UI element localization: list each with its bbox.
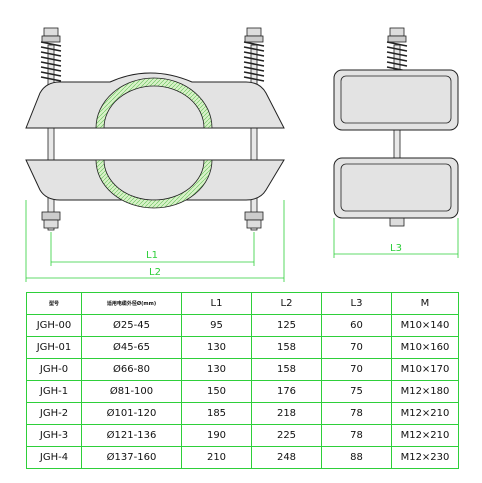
table-header-row: 型号 适用电缆外径Ø(mm) L1 L2 L3 M <box>26 292 459 315</box>
dimension-l1-label: L1 <box>146 250 158 261</box>
table-cell: M12×230 <box>391 446 459 469</box>
side-view-bottom-block <box>333 157 459 219</box>
table-cell: 218 <box>251 402 322 425</box>
table-cell: M10×140 <box>391 314 459 337</box>
table-cell: 130 <box>181 358 252 381</box>
table-cell: Ø101-120 <box>81 402 182 425</box>
table-cell: Ø81-100 <box>81 380 182 403</box>
table-cell: M10×160 <box>391 336 459 359</box>
side-view-top-block <box>333 69 459 131</box>
table-cell: JGH-4 <box>26 446 82 469</box>
table-cell: JGH-0 <box>26 358 82 381</box>
table-cell: 88 <box>321 446 392 469</box>
table-cell: 60 <box>321 314 392 337</box>
table-cell: JGH-1 <box>26 380 82 403</box>
table-cell: M12×210 <box>391 402 459 425</box>
table-cell: 210 <box>181 446 252 469</box>
table-cell: 185 <box>181 402 252 425</box>
header-model: 型号 <box>26 292 82 315</box>
table-cell: 248 <box>251 446 322 469</box>
table-cell: 95 <box>181 314 252 337</box>
table-cell: Ø121-136 <box>81 424 182 447</box>
table-cell: Ø45-65 <box>81 336 182 359</box>
table-cell: 70 <box>321 336 392 359</box>
table-cell: 130 <box>181 336 252 359</box>
dimension-l2-label: L2 <box>149 267 161 278</box>
dimension-l1 <box>50 232 255 266</box>
header-cable-diameter: 适用电缆外径Ø(mm) <box>81 292 182 315</box>
front-bottom-clamp <box>25 159 285 209</box>
table-cell: JGH-3 <box>26 424 82 447</box>
table-cell: Ø66-80 <box>81 358 182 381</box>
front-left-bolt <box>40 27 62 231</box>
table-cell: M10×170 <box>391 358 459 381</box>
table-cell: 176 <box>251 380 322 403</box>
dimension-l3-label: L3 <box>390 243 402 254</box>
table-cell: JGH-2 <box>26 402 82 425</box>
table-cell: JGH-01 <box>26 336 82 359</box>
header-l2: L2 <box>251 292 322 315</box>
header-l1: L1 <box>181 292 252 315</box>
header-m: M <box>391 292 459 315</box>
table-cell: 190 <box>181 424 252 447</box>
table-cell: M12×210 <box>391 424 459 447</box>
table-cell: 158 <box>251 336 322 359</box>
table-cell: Ø25-45 <box>81 314 182 337</box>
table-cell: Ø137-160 <box>81 446 182 469</box>
front-right-bolt <box>243 27 265 231</box>
front-top-clamp <box>25 72 285 129</box>
dimension-l2 <box>25 200 285 282</box>
table-cell: 70 <box>321 358 392 381</box>
table-cell: 225 <box>251 424 322 447</box>
table-cell: 158 <box>251 358 322 381</box>
clamp-technical-drawing: L1 L2 L3 <box>25 27 459 282</box>
header-l3: L3 <box>321 292 392 315</box>
dimension-l3 <box>333 218 459 258</box>
table-cell: 150 <box>181 380 252 403</box>
table-cell: 78 <box>321 424 392 447</box>
table-cell: 75 <box>321 380 392 403</box>
table-cell: M12×180 <box>391 380 459 403</box>
table-cell: JGH-00 <box>26 314 82 337</box>
table-cell: 78 <box>321 402 392 425</box>
table-cell: 125 <box>251 314 322 337</box>
